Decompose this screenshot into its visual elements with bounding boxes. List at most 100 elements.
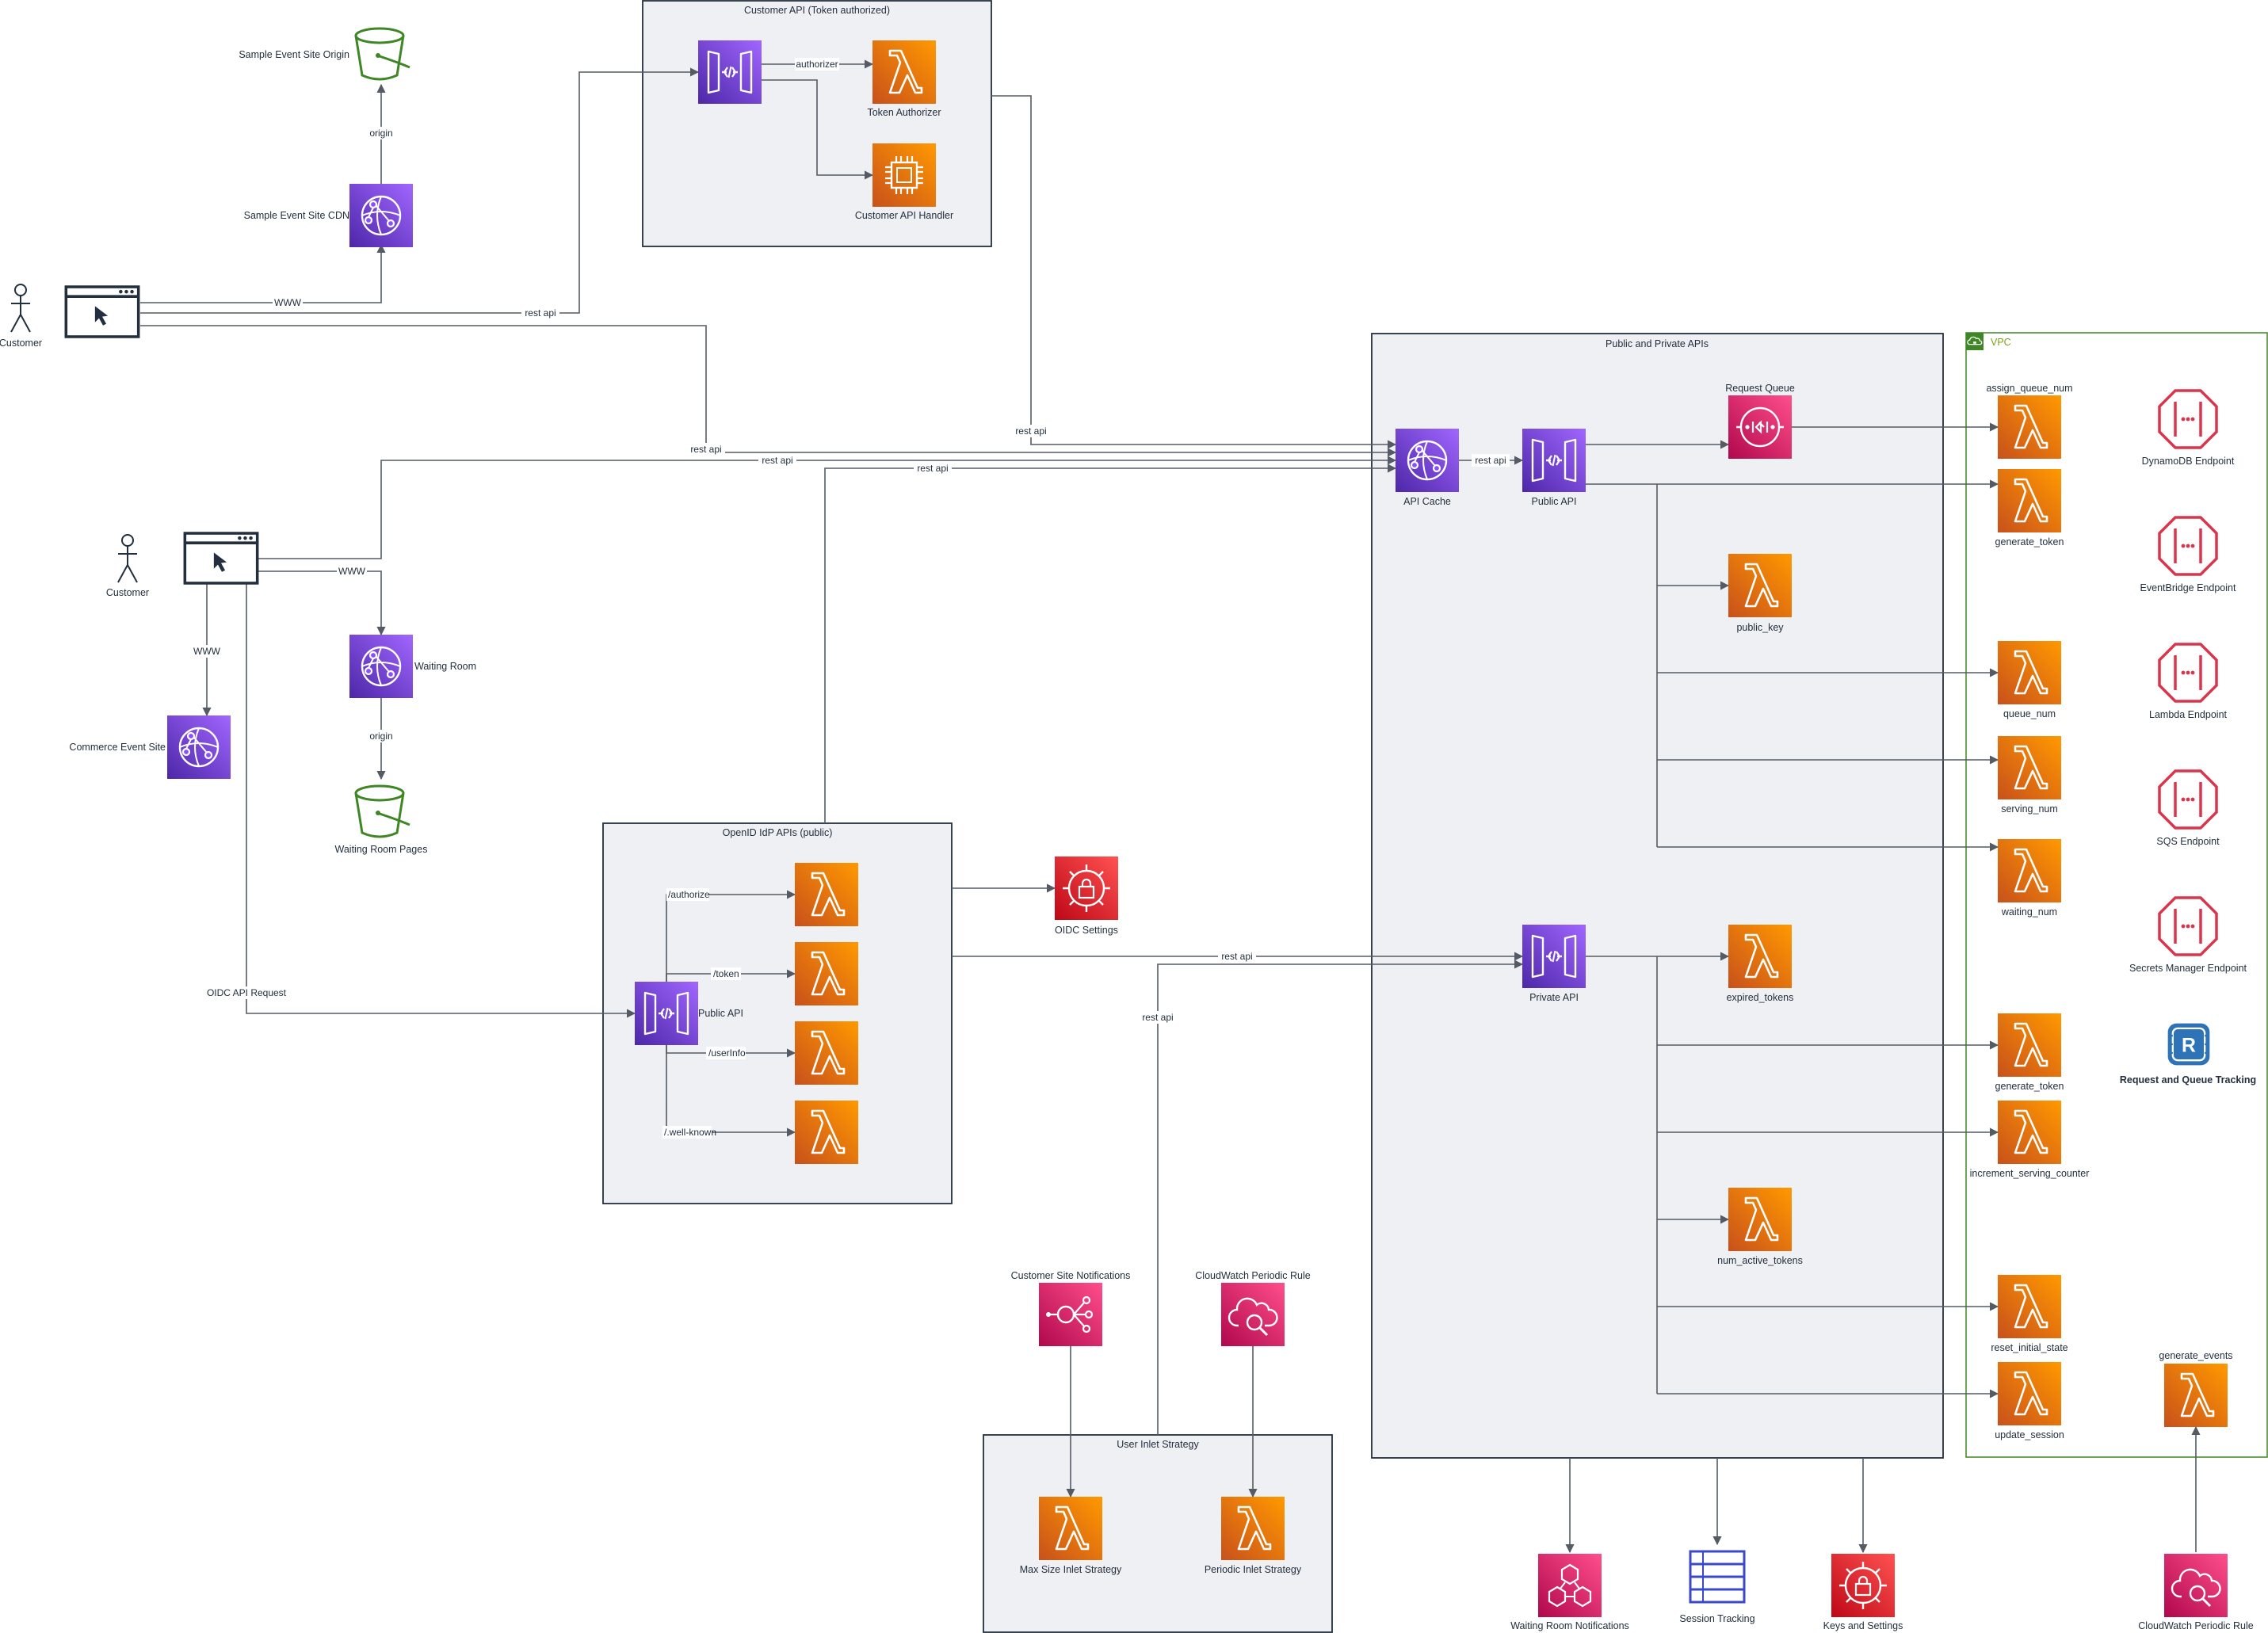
edge-browser1-api-cache [140,325,1397,457]
s3-bucket-icon [354,27,411,81]
node-label: num_active_tokens [1717,1255,1803,1266]
sns-notification-icon [1039,1283,1102,1346]
edge-token [666,969,796,982]
vpc-endpoint-icon [2158,389,2218,449]
node-reset-initial-state[interactable]: reset_initial_state [1991,1275,2068,1353]
edge-label-userinfo: /userInfo [708,1047,746,1059]
node-waiting-room-pages[interactable]: Waiting Room Pages [335,784,428,855]
node-eventbridge-endpoint[interactable]: EventBridge Endpoint [2140,516,2236,593]
node-sample-event-site-cdn[interactable]: Sample Event Site CDN [244,184,413,247]
node-increment-serving-counter[interactable]: increment_serving_counter [1970,1101,2090,1179]
node-lambda-endpoint[interactable]: Lambda Endpoint [2149,643,2228,720]
node-oidc-settings[interactable]: OIDC Settings [1055,857,1118,936]
cloudwatch-rule-icon [1221,1283,1285,1346]
lambda-icon[interactable] [795,942,858,1005]
lambda-icon [1728,925,1792,988]
lambda-icon [1728,554,1792,617]
node-api-cache[interactable]: API Cache [1396,429,1459,507]
node-assign-queue-num[interactable]: assign_queue_num [1986,383,2073,459]
node-sample-event-site-origin[interactable]: Sample Event Site Origin [239,27,411,81]
node-waiting-num[interactable]: waiting_num [1998,839,2061,918]
node-label: Token Authorizer [867,107,941,118]
node-expired-tokens[interactable]: expired_tokens [1727,925,1794,1003]
vpc-endpoint-icon [2158,643,2218,703]
node-label: public_key [1736,622,1784,633]
node-label: Periodic Inlet Strategy [1205,1564,1302,1575]
lambda-icon [1998,736,2061,799]
node-label: generate_token [1995,1081,2064,1092]
node-update-session[interactable]: update_session [1995,1362,2064,1440]
lambda-icon [1728,1188,1792,1251]
edge-label-www-3: WWW [193,646,221,657]
node-sqs-endpoint[interactable]: SQS Endpoint [2156,769,2220,847]
edge-label-rest-api-1: rest api [525,307,556,319]
node-label: CloudWatch Periodic Rule [1195,1270,1310,1281]
node-customer-api-handler[interactable]: Customer API Handler [855,143,953,221]
node-num-active-tokens[interactable]: num_active_tokens [1717,1188,1803,1266]
node-waiting-room-notifications[interactable]: Waiting Room Notifications [1510,1554,1629,1631]
node-generate-token-1[interactable]: generate_token [1995,469,2064,548]
node-periodic-inlet-strategy[interactable]: Periodic Inlet Strategy [1205,1497,1302,1575]
node-request-queue[interactable]: Request Queue [1725,383,1795,459]
node-label: OIDC Settings [1055,925,1118,936]
edges [140,59,2201,1554]
cloudfront-icon [167,715,231,779]
user-actor-icon [10,284,31,333]
node-request-queue-tracking[interactable]: Request and Queue Tracking [2120,1022,2256,1085]
edge-customer-api-cache [991,95,1397,449]
browser-window-icon[interactable] [183,532,259,585]
ec2-instance-icon [872,143,936,207]
lambda-icon [1998,395,2061,459]
node-secrets-manager-endpoint[interactable]: Secrets Manager Endpoint [2129,896,2247,974]
node-generate-token-2[interactable]: generate_token [1995,1013,2064,1092]
browser-window-icon[interactable] [64,285,140,338]
node-label: serving_num [2001,803,2058,815]
cloudfront-icon [1396,429,1459,492]
node-label: Commerce Event Site [69,742,166,753]
lambda-icon[interactable] [795,1101,858,1164]
node-public-key[interactable]: public_key [1728,554,1792,633]
node-keys-and-settings[interactable]: Keys and Settings [1823,1554,1903,1631]
vpc-group: VPC [1965,332,2268,1458]
node-customer-site-notifications[interactable]: Customer Site Notifications [1011,1270,1131,1346]
edge-label-rest-api-2: rest api [1015,425,1046,437]
edge-label-oidc-request: OIDC API Request [207,987,287,998]
node-label: DynamoDB Endpoint [2142,456,2235,467]
lambda-icon[interactable] [795,1021,858,1085]
node-private-api[interactable]: Private API [1522,925,1586,1003]
node-session-tracking[interactable]: Session Tracking [1679,1550,1755,1624]
node-dynamodb-endpoint[interactable]: DynamoDB Endpoint [2142,389,2235,467]
node-label: generate_token [1995,536,2064,548]
public-private-apis-group-label: Public and Private APIs [1606,338,1709,349]
cloudwatch-rule-icon [2164,1554,2228,1617]
vpc-cloud-icon [1966,333,1984,350]
api-gateway-icon [1522,925,1586,988]
lambda-icon [872,40,936,104]
node-cloudwatch-periodic-rule-inlet[interactable]: CloudWatch Periodic Rule [1195,1270,1311,1346]
node-waiting-room[interactable]: Waiting Room [349,635,476,698]
node-label: Private API [1529,992,1579,1003]
node-label: Sample Event Site CDN [244,210,349,221]
edge-label-rest-api-7: rest api [1221,951,1252,962]
node-token-authorizer[interactable]: Token Authorizer [867,40,941,118]
node-customer-2: Customer [106,534,149,598]
edge-browser2-api-cache [258,456,1397,559]
cloudfront-icon [349,184,413,247]
node-queue-num[interactable]: queue_num [1998,641,2061,719]
node-oidc-public-api[interactable]: Public API [635,982,743,1045]
node-public-api[interactable]: Public API [1522,429,1586,507]
node-generate-events[interactable]: generate_events [2159,1350,2233,1427]
node-cloudwatch-periodic-rule-vpc[interactable]: CloudWatch Periodic Rule [2138,1554,2254,1631]
lambda-icon [1221,1497,1285,1560]
vpc-endpoint-icon [2158,769,2218,830]
lambda-icon[interactable] [795,863,858,926]
node-label: assign_queue_num [1986,383,2072,394]
edge-label-rest-api-3: rest api [690,444,721,455]
node-serving-num[interactable]: serving_num [1998,736,2061,815]
node-commerce-event-site[interactable]: Commerce Event Site [69,715,231,779]
lambda-icon [1998,839,2061,902]
api-gateway-icon[interactable] [698,40,762,104]
node-label: Sample Event Site Origin [239,49,349,60]
edge-label-authorize: /authorize [668,889,710,900]
node-max-size-inlet-strategy[interactable]: Max Size Inlet Strategy [1020,1497,1122,1575]
